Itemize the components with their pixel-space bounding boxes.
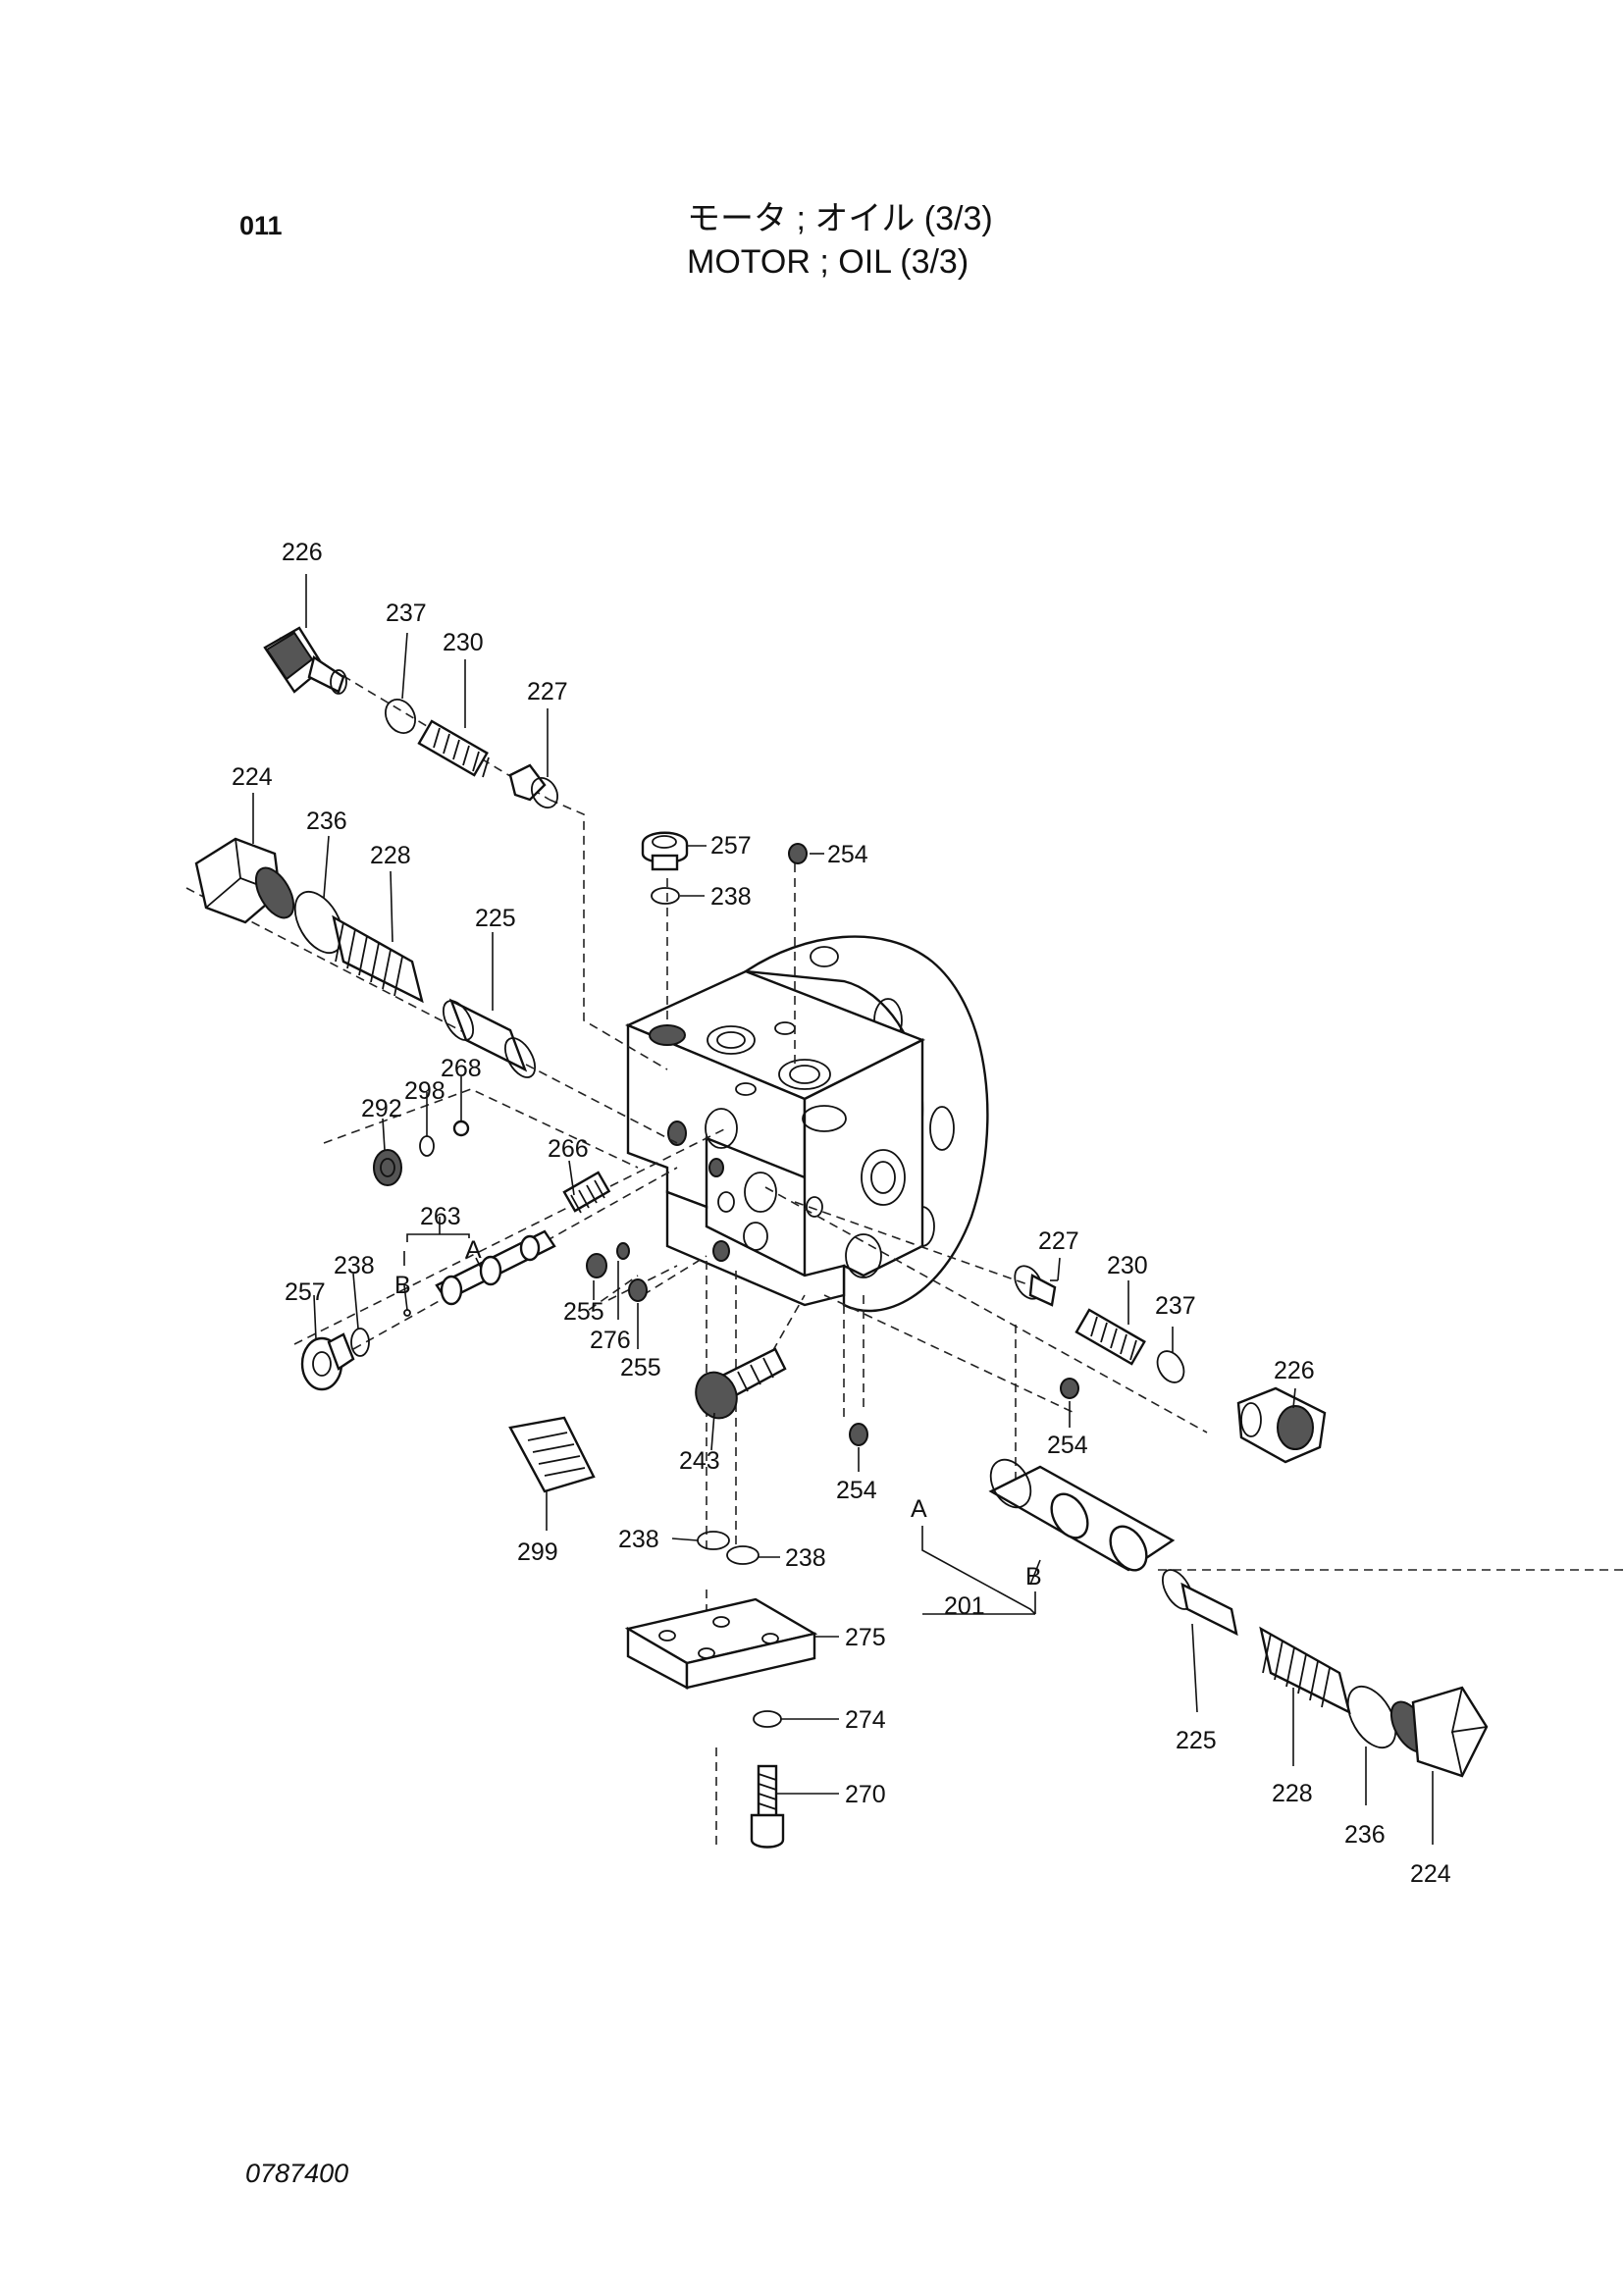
callout-275: 275: [845, 1624, 886, 1651]
callout-254-right: 254: [1047, 1432, 1088, 1459]
callout-254-mid: 254: [836, 1477, 877, 1504]
title-japanese: モータ ; オイル (3/3): [687, 200, 993, 237]
callout-268: 268: [441, 1055, 482, 1082]
callout-236-lower: 236: [1344, 1821, 1386, 1849]
callout-298: 298: [404, 1077, 445, 1105]
callout-230-lower: 230: [1107, 1252, 1148, 1279]
callout-labels: 226 237 230 227 224 236 228 225 298 268 …: [232, 539, 1451, 1888]
part-292-plug: [373, 1149, 402, 1186]
part-227-poppet-lower: [1014, 1265, 1057, 1307]
callout-266: 266: [548, 1135, 589, 1163]
part-224-nut-lower: [1389, 1686, 1489, 1778]
callout-263: 263: [420, 1203, 461, 1230]
callout-276: 276: [590, 1327, 631, 1354]
part-254-plug-top: [788, 843, 808, 864]
callout-226-lower: 226: [1274, 1357, 1315, 1384]
callout-257-top: 257: [710, 832, 752, 860]
part-238-oring-top: [651, 887, 680, 905]
leader-lines: [252, 574, 1434, 1845]
callout-237-upper: 237: [386, 600, 427, 627]
part-236-oring-lower: [1346, 1686, 1397, 1748]
part-225-piston-upper: [442, 998, 537, 1078]
callout-224-lower: 224: [1410, 1860, 1451, 1888]
callout-228-upper: 228: [370, 842, 411, 869]
callout-255-b: 255: [620, 1354, 661, 1382]
callout-228-lower: 228: [1272, 1780, 1313, 1807]
part-230-spring-lower: [1074, 1308, 1146, 1366]
callout-243: 243: [679, 1447, 720, 1475]
part-255-plug-b: [628, 1278, 648, 1302]
part-226-plug-lower: [1236, 1386, 1327, 1464]
part-299-filter: [508, 1416, 596, 1493]
part-266-spring: [562, 1171, 611, 1214]
callout-226-upper: 226: [282, 539, 323, 566]
mark-b-left: B: [394, 1272, 411, 1299]
part-263-spool: [403, 1229, 556, 1317]
callout-225-upper: 225: [475, 905, 516, 932]
part-298-ring: [419, 1135, 435, 1157]
callout-255-a: 255: [563, 1298, 604, 1326]
callout-201: 201: [944, 1592, 985, 1620]
callout-274: 274: [845, 1706, 886, 1734]
part-201-spool-lower: [988, 1458, 1176, 1572]
part-238-oring-left: [350, 1328, 370, 1357]
callout-224-upper: 224: [232, 763, 273, 791]
part-228-spring-upper: [332, 914, 424, 1004]
callout-238-top: 238: [710, 883, 752, 911]
part-268-ball: [452, 1120, 470, 1137]
mark-a-left: A: [465, 1236, 482, 1264]
part-257-plug-left: [300, 1332, 355, 1391]
callout-238-lower-b: 238: [785, 1544, 826, 1572]
part-237-oring-upper: [385, 699, 416, 734]
part-237-oring-lower: [1156, 1350, 1185, 1383]
mark-b-right: B: [1025, 1563, 1042, 1590]
part-276-orifice: [616, 1242, 630, 1260]
part-270-bolt: [750, 1764, 785, 1849]
part-230-spring-upper: [417, 719, 490, 778]
callout-230-upper: 230: [443, 629, 484, 656]
mark-a-right: A: [911, 1495, 927, 1523]
callout-227-lower: 227: [1038, 1227, 1079, 1255]
callout-238-left: 238: [334, 1252, 375, 1279]
part-238-orings-lower: [697, 1531, 760, 1565]
part-236-oring-upper: [293, 891, 344, 954]
callout-227-upper: 227: [527, 678, 568, 705]
callout-254-top: 254: [827, 841, 868, 868]
callout-270: 270: [845, 1781, 886, 1808]
callout-225-lower: 225: [1176, 1727, 1217, 1754]
part-254-plug-mid: [849, 1423, 868, 1446]
part-274-washer: [753, 1710, 782, 1728]
document-code: 0787400: [245, 2159, 349, 2188]
part-226-plug-upper: [263, 626, 347, 695]
title-english: MOTOR ; OIL (3/3): [687, 243, 969, 281]
part-225-piston-lower: [1161, 1569, 1238, 1637]
callout-236-upper: 236: [306, 808, 347, 835]
part-254-plug-right: [1060, 1378, 1079, 1399]
part-224-nut-upper: [194, 837, 295, 924]
motor-housing: [625, 935, 989, 1313]
part-257-plug-top: [641, 831, 689, 871]
part-243-valve: [695, 1347, 787, 1420]
part-228-spring-lower: [1259, 1626, 1351, 1715]
callout-257-left: 257: [285, 1278, 326, 1306]
part-275-cover: [624, 1597, 818, 1690]
callout-299: 299: [517, 1538, 558, 1566]
part-227-poppet-upper: [508, 763, 559, 808]
page-number: 011: [239, 211, 283, 240]
callout-292: 292: [361, 1095, 402, 1122]
part-255-plug-a: [586, 1253, 607, 1278]
callout-237-lower: 237: [1155, 1292, 1196, 1320]
callout-238-lower-a: 238: [618, 1526, 659, 1553]
